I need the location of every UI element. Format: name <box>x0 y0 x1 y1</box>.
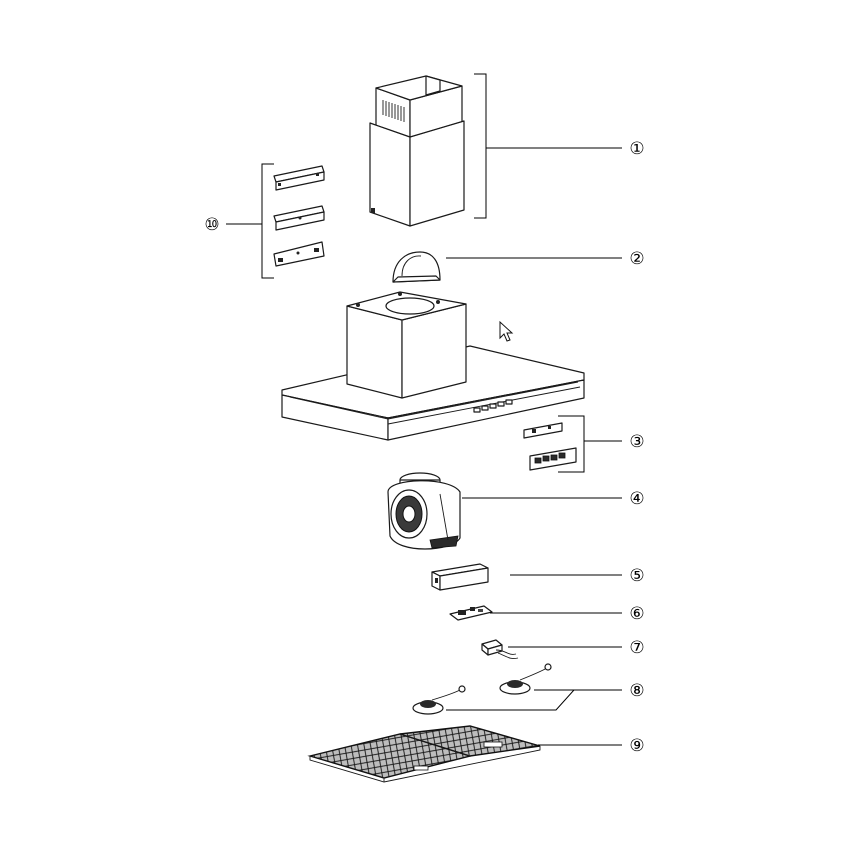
label-text: ⑩ <box>204 215 219 235</box>
part-label-7: ⑦ <box>629 638 644 658</box>
part-label-2: ② <box>629 249 644 269</box>
leader-lines <box>226 73 622 746</box>
back-draft-flap-icon <box>392 251 441 283</box>
part-label-9: ⑨ <box>629 736 644 756</box>
label-text: ⑥ <box>629 604 644 624</box>
part-label-4: ④ <box>629 489 644 509</box>
label-text: ⑤ <box>629 566 644 586</box>
transformer-box-icon <box>431 563 489 591</box>
capacitor-icon <box>481 639 519 659</box>
control-panel-icon <box>523 415 585 473</box>
label-text: ⑦ <box>629 638 644 658</box>
label-text: ⑧ <box>629 681 644 701</box>
grease-filter-icon <box>307 725 541 783</box>
label-text: ① <box>629 139 644 159</box>
label-text: ⑨ <box>629 736 644 756</box>
blower-motor-icon <box>387 472 461 550</box>
part-label-6: ⑥ <box>629 604 644 624</box>
lamp-icon <box>412 663 552 715</box>
label-text: ② <box>629 249 644 269</box>
circuit-board-icon <box>449 605 493 621</box>
part-label-5: ⑤ <box>629 566 644 586</box>
part-label-3: ③ <box>629 432 644 452</box>
part-label-1: ① <box>629 139 644 159</box>
part-label-8: ⑧ <box>629 681 644 701</box>
range-hood-body-icon <box>281 291 585 441</box>
chimney-cover-icon <box>369 75 465 227</box>
label-text: ④ <box>629 489 644 509</box>
mouse-cursor-icon <box>499 320 514 342</box>
mounting-bracket-icon <box>261 163 325 279</box>
part-label-10: ⑩ <box>204 215 219 235</box>
label-text: ③ <box>629 432 644 452</box>
